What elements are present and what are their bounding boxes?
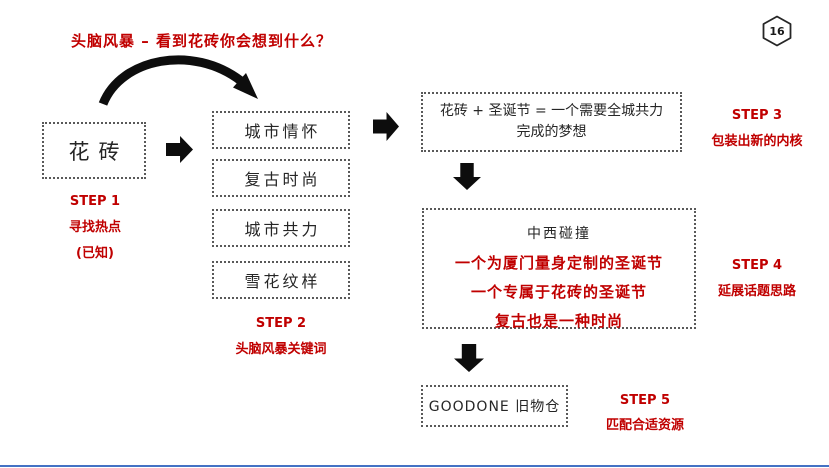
concept-line2: 完成的梦想 <box>516 124 587 140</box>
keyword-box: 城市共力 <box>212 209 350 247</box>
arrow-down-icon <box>453 163 481 190</box>
concept-line1: 花砖 + 圣诞节 = 一个需要全城共力 <box>439 103 664 119</box>
step1-label: STEP 1 <box>69 194 121 209</box>
page-number: 16 <box>769 24 785 38</box>
arrow-right-icon <box>373 112 399 141</box>
keyword-label: 雪花纹样 <box>244 272 321 291</box>
curved-arrow-icon <box>98 55 258 106</box>
step3-desc1: 包装出新的内核 <box>711 134 803 149</box>
slide-title: 头脑风暴 – 看到花砖你会想到什么？ <box>71 32 332 50</box>
keyword-label: 复古时尚 <box>244 170 321 189</box>
step5-desc1: 匹配合适资源 <box>605 418 684 433</box>
concept-box: 花砖 + 圣诞节 = 一个需要全城共力 完成的梦想 <box>421 92 682 152</box>
source-box: 花砖 <box>42 122 146 179</box>
keyword-label: 城市情怀 <box>244 122 321 141</box>
keyword-box: 雪花纹样 <box>212 261 350 299</box>
keyword-box: 复古时尚 <box>212 159 350 197</box>
step3-label-block: STEP 3 包装出新的内核 <box>690 103 824 155</box>
arrow-right-icon <box>166 136 193 163</box>
theme-box: 中西碰撞 一个为厦门量身定制的圣诞节 一个专属于花砖的圣诞节 复古也是一种时尚 <box>422 208 696 330</box>
step1-desc1: 寻找热点 <box>68 220 121 235</box>
theme-line: 一个为厦门量身定制的圣诞节 <box>454 254 663 272</box>
step2-label-block: STEP 2 头脑风暴关键词 <box>211 311 351 363</box>
step4-label: STEP 4 <box>731 258 783 273</box>
source-box-label: 花砖 <box>68 139 129 164</box>
theme-title: 中西碰撞 <box>527 226 591 242</box>
theme-line: 一个专属于花砖的圣诞节 <box>470 283 647 301</box>
arrow-down-icon <box>454 344 484 372</box>
keyword-label: 城市共力 <box>244 220 321 239</box>
step1-desc2: (已知) <box>76 246 114 261</box>
step1-label-block: STEP 1 寻找热点 (已知) <box>25 189 165 267</box>
theme-line: 复古也是一种时尚 <box>494 312 623 330</box>
step2-label: STEP 2 <box>255 316 307 331</box>
step2-desc1: 头脑风暴关键词 <box>235 342 327 357</box>
bottom-accent-line <box>0 465 829 467</box>
step5-label-block: STEP 5 匹配合适资源 <box>584 388 706 438</box>
step3-label: STEP 3 <box>731 108 783 123</box>
page-number-badge: 16 <box>762 15 792 47</box>
step4-desc1: 延展话题思路 <box>717 284 796 299</box>
step4-label-block: STEP 4 延展话题思路 <box>690 253 824 305</box>
hexagon-icon <box>762 15 792 47</box>
step5-label: STEP 5 <box>619 393 671 408</box>
resource-box-label: GOODONE 旧物仓 <box>428 399 561 415</box>
resource-box: GOODONE 旧物仓 <box>421 385 568 427</box>
keyword-box: 城市情怀 <box>212 111 350 149</box>
